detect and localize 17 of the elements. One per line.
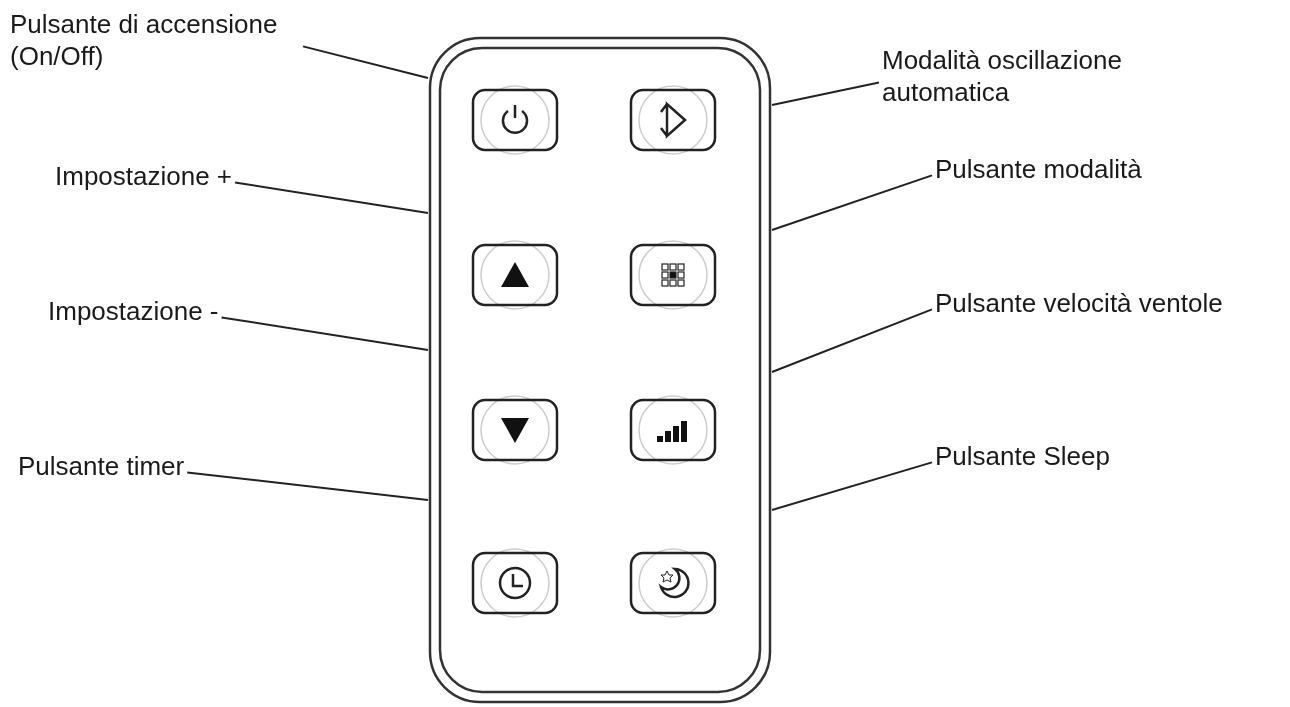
callout-label: Pulsante di accensione (On/Off) <box>10 8 300 72</box>
callout-label: Impostazione + <box>55 160 233 192</box>
callout-label: Pulsante velocità ventole <box>935 287 1223 319</box>
callout-label: Pulsante timer <box>18 450 185 482</box>
callout-label: Modalità oscillazione automatica <box>882 44 1182 108</box>
leader-line <box>771 308 933 373</box>
leader-line <box>186 471 429 501</box>
callout-label: Impostazione - <box>48 295 219 327</box>
leader-line <box>771 174 933 231</box>
leader-line <box>771 461 933 511</box>
leader-line <box>302 45 429 79</box>
remote-control-drawing <box>428 36 772 704</box>
leader-line <box>234 181 429 214</box>
leader-line <box>220 316 429 351</box>
leader-line <box>771 81 880 106</box>
callout-label: Pulsante modalità <box>935 153 1142 185</box>
callout-label: Pulsante Sleep <box>935 440 1110 472</box>
